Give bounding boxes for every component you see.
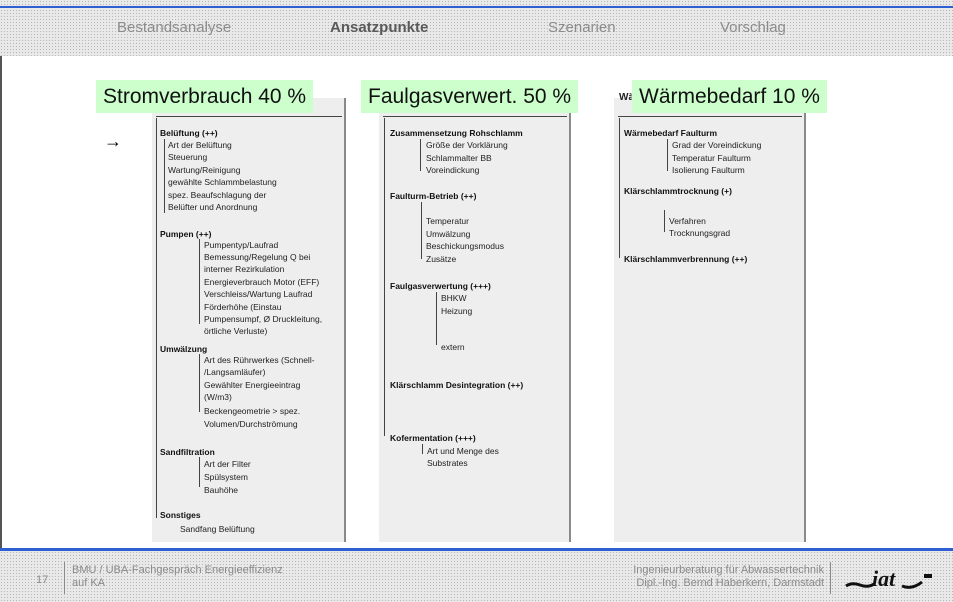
tree-line: [667, 139, 668, 171]
label-waermebedarf: Wärmebedarf 10 %: [632, 80, 827, 113]
tree-item: Art der Filter: [204, 459, 251, 469]
node-sandfiltration: Sandfiltration: [160, 447, 215, 457]
tree-item: Volumen/Durchströmung: [204, 419, 298, 429]
logo-text: iat: [872, 566, 896, 591]
tree-item: Energieverbrauch Motor (EFF): [204, 277, 320, 287]
tab-vorschlag[interactable]: Vorschlag: [720, 19, 786, 36]
panel-strom: [152, 98, 346, 542]
tree-item: Umwälzung: [426, 229, 471, 239]
node-sonstiges: Sonstiges: [160, 510, 201, 520]
tree-item: Pumpentyp/Laufrad: [204, 240, 279, 250]
tree-line: [420, 139, 421, 171]
panel-top-line: [383, 116, 567, 117]
label-stromverbrauch: Stromverbrauch 40 %: [96, 80, 314, 113]
tree-item: Wartung/Reinigung: [168, 165, 241, 175]
panel-top-line: [618, 116, 802, 117]
tree-item: Heizung: [441, 306, 473, 316]
node-faulgasverwertung: Faulgasverwertung (+++): [390, 281, 491, 291]
tree-line: [199, 457, 200, 487]
tree-item: BHKW: [441, 293, 467, 303]
tree-item: (W/m3): [204, 392, 232, 402]
tree-item: /Langsamläufer): [204, 367, 266, 377]
tree-item: Art des Rührwerkes (Schnell-: [204, 355, 315, 365]
panel-top-line: [156, 116, 342, 117]
node-umwaelzung: Umwälzung: [160, 344, 208, 354]
tree-line: [199, 239, 200, 324]
tree-item: Verschleiss/Wartung Laufrad: [204, 289, 313, 299]
label-faulgasverwertung: Faulgasverwert. 50 %: [361, 80, 579, 113]
tree-line: [421, 202, 422, 259]
node-pumpen: Pumpen (++): [160, 229, 212, 239]
tree-item: gewählte Schlammbelastung: [168, 177, 277, 187]
left-border: [0, 56, 2, 550]
tree-item: Steuerung: [168, 152, 208, 162]
footer-left-line1: BMU / UBA-Fachgespräch Energieeffizienz: [72, 564, 283, 576]
tree-item: interner Rezirkulation: [204, 264, 285, 274]
tree-line: [384, 118, 385, 436]
iat-logo: iat: [845, 566, 932, 591]
tree-item: Spülsystem: [204, 472, 248, 482]
tab-ansatzpunkte[interactable]: Ansatzpunkte: [330, 19, 429, 36]
tree-item: Isolierung Faulturm: [672, 165, 745, 175]
tree-line: [619, 118, 620, 258]
node-beluftung: Belüftung (++): [160, 128, 218, 138]
tree-item: extern: [441, 342, 465, 352]
tree-item: Verfahren: [669, 216, 706, 226]
tree-item: Pumpensumpf, Ø Druckleitung,: [204, 314, 323, 324]
footer-right-line2: Dipl.-Ing. Bernd Haberkern, Darmstadt: [636, 577, 824, 589]
tree-item: Zusätze: [426, 254, 457, 264]
tree-line: [664, 210, 665, 232]
tree-item: Schlammalter BB: [426, 153, 492, 163]
tree-item: Beckengeometrie > spez.: [204, 406, 301, 416]
tree-item: Voreindickung: [426, 165, 480, 175]
footer-left-line2: auf KA: [72, 577, 106, 589]
tree-item: örtliche Verluste): [204, 326, 268, 336]
footer-rule: [0, 548, 953, 551]
node-kofermentation: Kofermentation (+++): [390, 433, 476, 443]
footer-divider: [64, 562, 65, 594]
arrow-right-icon: →: [104, 131, 122, 151]
tree-item: Temperatur: [426, 216, 469, 226]
node-faulturm: Faulturm-Betrieb (++): [390, 191, 477, 201]
page-number: 17: [36, 574, 49, 586]
tab-szenarien[interactable]: Szenarien: [548, 19, 616, 36]
tree-item: Grad der Voreindickung: [672, 140, 762, 150]
tab-bestandsanalyse[interactable]: Bestandsanalyse: [117, 19, 232, 36]
tree-item: Belüfter und Anordnung: [168, 202, 258, 212]
node-desintegration: Klärschlamm Desintegration (++): [390, 380, 524, 390]
tree-line: [164, 139, 165, 213]
tree-item: Bemessung/Regelung Q bei: [204, 252, 311, 262]
footer-bar: 17 BMU / UBA-Fachgespräch Energieeffizie…: [0, 548, 953, 602]
footer-right-line1: Ingenieurberatung für Abwassertechnik: [633, 564, 824, 576]
tree-item: Förderhöhe (Einstau: [204, 302, 282, 312]
tree-item: Gewählter Energieeintrag: [204, 380, 301, 390]
tree-line: [156, 118, 157, 518]
label-waerme-prefix: Wä: [619, 92, 634, 103]
tree-item: Substrates: [427, 458, 468, 468]
tree-item: Trocknungsgrad: [669, 228, 731, 238]
header-rule: [0, 6, 953, 8]
tree-item: Art der Belüftung: [168, 140, 232, 150]
node-trocknung: Klärschlammtrocknung (+): [624, 186, 732, 196]
tree-item: Sandfang Belüftung: [180, 524, 255, 534]
tree-item: spez. Beaufschlagung der: [168, 190, 267, 200]
panel-faulgas: [379, 98, 571, 542]
tree-item: Art und Menge des: [427, 446, 499, 456]
tree-item: Größe der Vorklärung: [426, 140, 508, 150]
tree-item: Bauhöhe: [204, 485, 239, 495]
node-waermebedarf-faulturm: Wärmebedarf Faulturm: [624, 128, 718, 138]
footer-divider: [830, 562, 831, 594]
tree-line: [436, 292, 437, 345]
header-bar: Bestandsanalyse Ansatzpunkte Szenarien V…: [0, 0, 953, 56]
node-verbrennung: Klärschlammverbrennung (++): [624, 254, 748, 264]
tree-item: Temperatur Faulturm: [672, 153, 751, 163]
panel-waerme: [614, 98, 806, 542]
tree-item: Beschickungsmodus: [426, 241, 504, 251]
tree-line: [199, 354, 200, 412]
node-zusammensetzung: Zusammensetzung Rohschlamm: [390, 128, 523, 138]
tree-line: [422, 444, 423, 454]
